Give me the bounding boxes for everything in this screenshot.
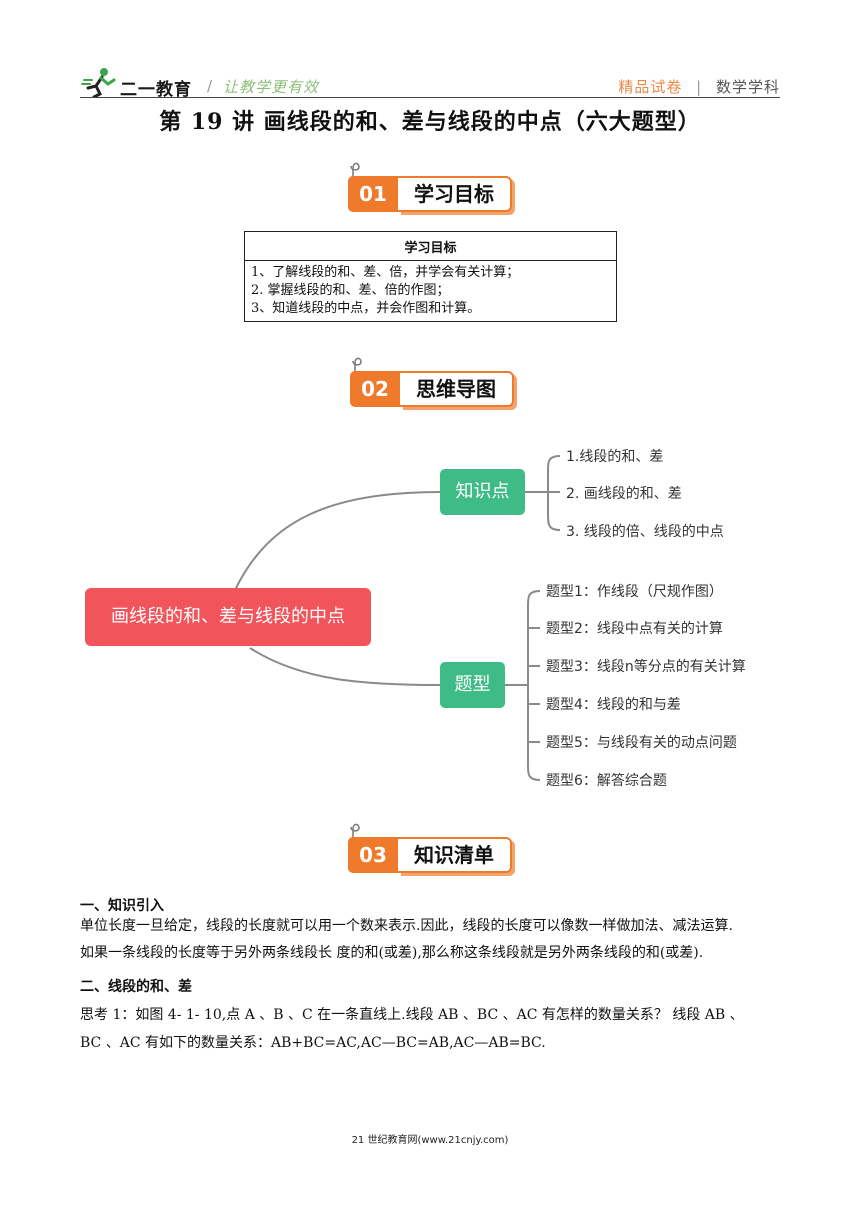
section-label: 思维导图 [400, 371, 514, 407]
objective-item: 2. 掌握线段的和、差、倍的作图； [251, 283, 450, 298]
objectives-list: 1、了解线段的和、差、倍，并学会有关计算； 2. 掌握线段的和、差、倍的作图； … [244, 260, 617, 322]
paragraph-line: 思考 1：如图 4- 1- 10,点 A 、B 、C 在一条直线上.线段 AB … [80, 1007, 744, 1023]
mindmap-leaf: 题型5：与线段有关的动点问题 [546, 735, 737, 751]
section-number: 03 [348, 837, 398, 873]
heading-knowledge-intro: 一、知识引入 [80, 898, 164, 914]
mindmap-leaf: 题型1：作线段（尺规作图） [546, 584, 723, 600]
header-rule [80, 97, 780, 98]
site-logo [80, 66, 120, 99]
paragraph-line: BC 、AC 有如下的数量关系：AB+BC=AC,AC—BC=AB,AC—AB=… [80, 1035, 546, 1051]
section-label: 知识清单 [398, 837, 512, 873]
header-separator: / [207, 77, 213, 95]
section-badge-mindmap: 02 思维导图 [350, 357, 520, 411]
objective-item: 1、了解线段的和、差、倍，并学会有关计算； [251, 265, 520, 280]
mindmap-node-question-types: 题型 [440, 662, 505, 708]
section-label: 学习目标 [398, 176, 512, 212]
section-number: 01 [348, 176, 398, 212]
header-right: 精品试卷 | 数学学科 [618, 76, 780, 97]
runner-logo-icon [81, 68, 116, 99]
mindmap-leaf: 题型4：线段的和与差 [546, 697, 681, 713]
mindmap-leaf: 1.线段的和、差 [566, 449, 664, 465]
mindmap-leaf: 题型2：线段中点有关的计算 [546, 621, 723, 637]
logo-text: 二一教育 [120, 80, 192, 100]
mindmap-leaf: 题型6：解答综合题 [546, 773, 667, 789]
section-number: 02 [350, 371, 400, 407]
paragraph-line: 如果一条线段的长度等于另外两条线段长 度的和(或差),那么称这条线段就是另外两条… [80, 945, 704, 961]
heading-segment-sum-diff: 二、线段的和、差 [80, 979, 192, 995]
mindmap-node-knowledge: 知识点 [440, 469, 525, 515]
clip-icon [352, 357, 362, 377]
objectives-table: 学习目标 1、了解线段的和、差、倍，并学会有关计算； 2. 掌握线段的和、差、倍… [244, 231, 617, 322]
header-divider: | [696, 78, 703, 96]
header-slogan: 让教学更有效 [223, 78, 320, 96]
mindmap-leaf: 题型3：线段n等分点的有关计算 [546, 659, 746, 675]
section-badge-knowledge-list: 03 知识清单 [348, 823, 518, 877]
mindmap-leaf: 2. 画线段的和、差 [566, 486, 682, 502]
page-footer: 21 世纪教育网(www.21cnjy.com) [351, 1135, 509, 1146]
section-badge-objectives: 01 学习目标 [348, 162, 518, 216]
page-title: 第 19 讲 画线段的和、差与线段的中点（六大题型） [159, 109, 701, 135]
clip-icon [350, 823, 360, 843]
objective-item: 3、知道线段的中点，并会作图和计算。 [251, 301, 481, 316]
premium-label: 精品试卷 [618, 78, 683, 96]
paragraph-line: 单位长度一旦给定，线段的长度就可以用一个数来表示.因此，线段的长度可以像数一样做… [80, 918, 733, 934]
clip-icon [350, 162, 360, 182]
mindmap-root: 画线段的和、差与线段的中点 [85, 588, 371, 646]
mindmap-leaf: 3. 线段的倍、线段的中点 [566, 524, 724, 540]
subject-label: 数学学科 [715, 78, 780, 96]
